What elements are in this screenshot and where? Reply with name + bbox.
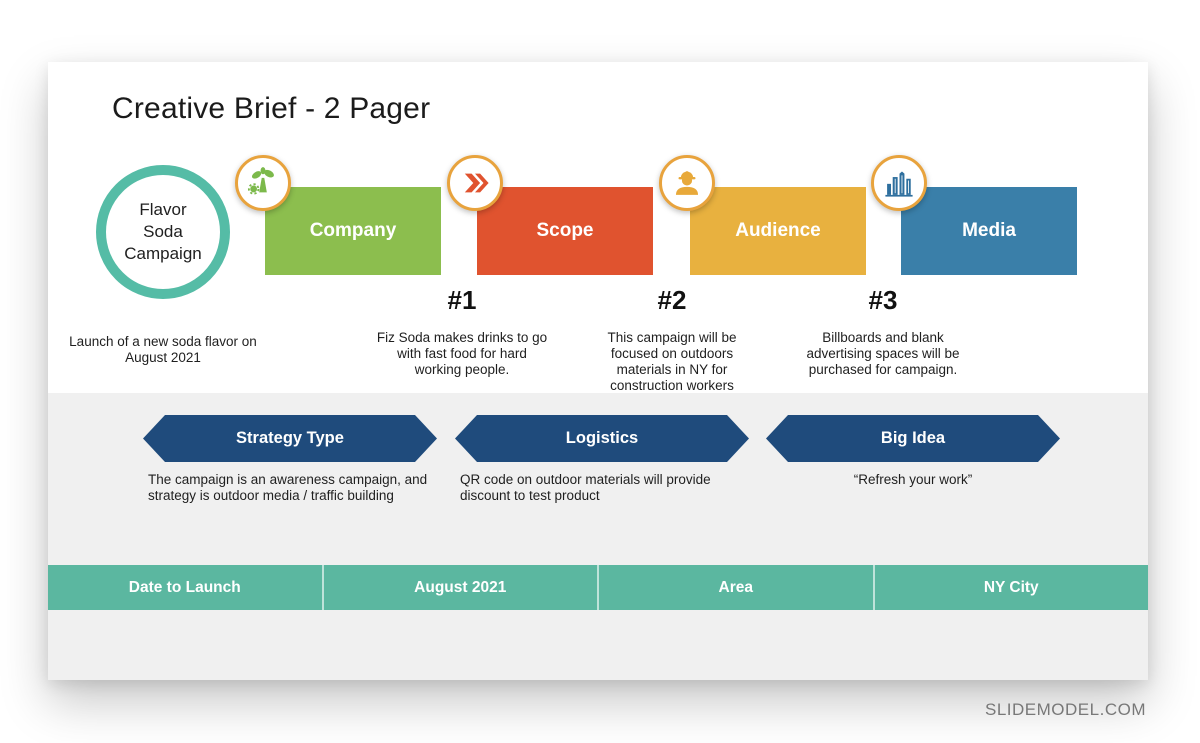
- buildings-icon: [871, 155, 927, 211]
- step-label: Audience: [735, 220, 821, 241]
- banner-logistics: Logistics: [455, 415, 749, 462]
- step-note-3: Billboards and blank advertising spaces …: [806, 330, 960, 377]
- step-box-audience: Audience: [690, 187, 866, 275]
- step-number-3: #3: [868, 285, 898, 315]
- eco-plant-icon: [235, 155, 291, 211]
- campaign-circle: Flavor Soda Campaign: [96, 165, 230, 299]
- slidemodel-watermark: SLIDEMODEL.COM: [985, 700, 1146, 719]
- campaign-circle-label: Flavor Soda Campaign: [124, 199, 202, 264]
- table-cell-date-value: August 2021: [323, 565, 599, 610]
- step-label: Company: [309, 220, 397, 241]
- construction-worker-icon: [659, 155, 715, 211]
- banner-big-idea: Big Idea: [766, 415, 1060, 462]
- table-cell-area-label: Area: [599, 565, 875, 610]
- step-note-1: Fiz Soda makes drinks to go with fast fo…: [376, 330, 548, 377]
- page-title: Creative Brief - 2 Pager: [112, 92, 431, 125]
- presentation-slide: Creative Brief - 2 Pager Flavor Soda Cam…: [48, 62, 1148, 680]
- info-table: Date to Launch August 2021 Area NY City: [48, 565, 1148, 610]
- step-box-scope: Scope: [477, 187, 653, 275]
- campaign-description: Launch of a new soda flavor on August 20…: [69, 334, 257, 365]
- banner-strategy-type: Strategy Type: [143, 415, 437, 462]
- logistics-description: QR code on outdoor materials will provid…: [460, 472, 711, 504]
- step-label: Scope: [536, 220, 594, 241]
- step-number-1: #1: [447, 285, 477, 315]
- double-chevron-icon: [447, 155, 503, 211]
- strategy-type-description: The campaign is an awareness campaign, a…: [148, 472, 428, 504]
- banner-label: Logistics: [565, 429, 639, 447]
- step-box-company: Company: [265, 187, 441, 275]
- table-cell-area-value: NY City: [874, 565, 1148, 610]
- step-number-2: #2: [657, 285, 687, 315]
- banner-label: Big Idea: [880, 429, 946, 447]
- table-cell-date-label: Date to Launch: [48, 565, 324, 610]
- big-idea-description: “Refresh your work”: [853, 472, 973, 487]
- step-box-media: Media: [901, 187, 1077, 275]
- step-label: Media: [962, 220, 1016, 241]
- step-note-2: This campaign will be focused on outdoor…: [607, 330, 737, 393]
- banner-label: Strategy Type: [236, 429, 344, 447]
